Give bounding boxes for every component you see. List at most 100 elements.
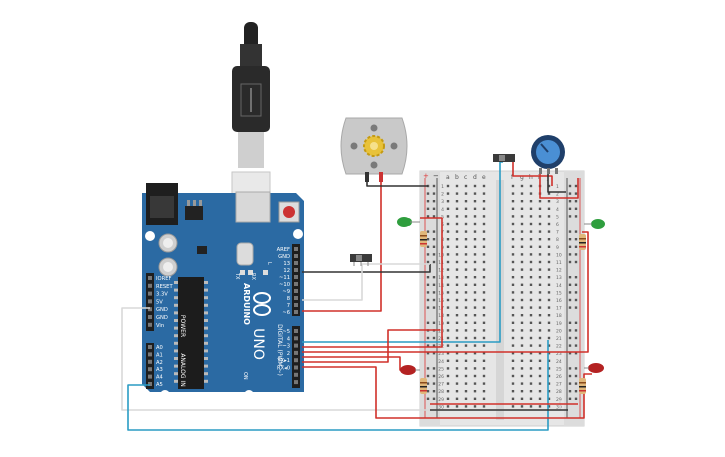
breadboard-row-number: 7: [556, 230, 559, 236]
breadboard-row-number: 22: [556, 344, 562, 350]
digital-pin-label: ~3: [282, 344, 290, 350]
rx-led-label: RX: [250, 273, 256, 280]
breadboard-col-letter: d: [473, 174, 477, 181]
breadboard-row-number: 27: [556, 382, 562, 388]
resistor-icon[interactable]: [579, 378, 586, 394]
slide-switch-icon[interactable]: [493, 154, 515, 162]
analog-header-label: ANALOG IN: [179, 353, 186, 386]
breadboard-row-number: 29: [556, 397, 562, 403]
power-header-label: POWER: [179, 315, 186, 337]
breadboard-row-number: 21: [556, 336, 562, 342]
digital-pin-label: 12: [283, 268, 290, 274]
breadboard-col-letter: e: [482, 174, 486, 181]
power-pin-label: Vin: [156, 323, 164, 329]
digital-pin-label: 13: [283, 261, 290, 267]
rail-minus-label: −: [433, 172, 439, 180]
wire-red[interactable]: [302, 182, 382, 312]
breadboard-row-number: 1: [441, 184, 444, 190]
digital-pin-label: 7: [287, 303, 290, 309]
wire-white[interactable]: [302, 263, 430, 301]
l-led-label: L: [266, 262, 272, 265]
digital-pin-label: 4: [287, 336, 291, 342]
breadboard-row-number: 13: [556, 275, 562, 281]
wire-black[interactable]: [302, 264, 431, 273]
wire-red[interactable]: [302, 231, 589, 353]
digital-pin-label: 2: [287, 351, 290, 357]
breadboard-row-number: 5: [556, 214, 559, 220]
model-label: UNO: [250, 328, 266, 360]
mount-hole: [244, 390, 254, 400]
breadboard-row-number: 16: [438, 298, 444, 304]
breadboard-row-number: 25: [438, 366, 444, 372]
breadboard-row-number: 25: [556, 366, 562, 372]
resistor-icon[interactable]: [579, 234, 586, 250]
breadboard-row-number: 10: [438, 252, 444, 258]
mount-hole: [293, 229, 303, 239]
wire-red[interactable]: [539, 170, 579, 199]
breadboard-col-letter: i: [538, 174, 540, 181]
power-pin-label: IOREF: [156, 276, 171, 282]
breadboard-row-number: 10: [556, 252, 562, 258]
wire-red[interactable]: [302, 366, 592, 419]
analog-pin-label: A3: [156, 367, 163, 373]
dc-motor-icon[interactable]: [340, 117, 408, 182]
usb-port: [235, 191, 271, 223]
breadboard-row-number: 11: [438, 260, 444, 266]
breadboard-row-number: 12: [438, 268, 444, 274]
rail-plus-label: +: [423, 172, 429, 180]
digital-pin-label: RX◂0: [277, 366, 290, 372]
reset-button-cap[interactable]: [283, 206, 295, 218]
breadboard-row-number: 14: [556, 283, 562, 289]
power-pin-label: GND: [156, 315, 168, 321]
arduino-logo: [253, 292, 271, 316]
breadboard-row-number: 19: [556, 321, 562, 327]
wire-red[interactable]: [302, 217, 443, 348]
led-icon[interactable]: [584, 219, 605, 229]
on-led-label: ON: [242, 372, 248, 380]
atmega-chip: [178, 277, 204, 389]
wire-red[interactable]: [302, 329, 440, 363]
led-icon[interactable]: [397, 217, 420, 227]
breadboard-row-number: 20: [556, 328, 562, 334]
wire-white[interactable]: [121, 307, 561, 411]
breadboard-row-number: 28: [556, 389, 562, 395]
wire-blue[interactable]: [127, 340, 549, 431]
breadboard-row-number: 2: [441, 192, 444, 198]
breadboard-row-number: 19: [438, 321, 444, 327]
breadboard-row-number: 2: [556, 192, 559, 198]
breadboard-row-number: 4: [441, 207, 444, 213]
breadboard-row-number: 18: [556, 313, 562, 319]
resistor-icon[interactable]: [420, 231, 427, 247]
breadboard-row-number: 15: [556, 290, 562, 296]
digital-pin-label: ~10: [279, 282, 290, 288]
breadboard-row-number: 14: [438, 283, 444, 289]
digital-pin-label: AREF: [277, 247, 290, 253]
breadboard-row-number: 23: [556, 351, 562, 357]
led-icon[interactable]: [400, 365, 420, 375]
analog-pin-label: A4: [156, 375, 164, 381]
led-icon[interactable]: [584, 363, 604, 373]
breadboard-row-number: 16: [556, 298, 562, 304]
breadboard-row-number: 11: [556, 260, 562, 266]
wire-red[interactable]: [302, 356, 412, 371]
breadboard-col-letter: h: [529, 174, 533, 181]
analog-pin-label: A0: [156, 345, 163, 351]
wire-red[interactable]: [512, 160, 553, 186]
analog-pin-label: A5: [156, 382, 163, 388]
wire-black[interactable]: [366, 182, 428, 187]
breadboard-row-number: 27: [438, 382, 444, 388]
breadboard-row-number: 13: [438, 275, 444, 281]
breadboard-row-number: 20: [438, 328, 444, 334]
digital-header-label: DIGITAL (PWM ~): [276, 324, 283, 376]
slide-switch-icon[interactable]: [350, 254, 372, 266]
breadboard-row-number: 8: [556, 237, 559, 243]
analog-pin-label: A2: [156, 360, 163, 366]
power-pin-label: RESET: [156, 284, 173, 290]
resistor-icon[interactable]: [420, 378, 427, 394]
wire-black[interactable]: [547, 170, 566, 193]
potentiometer-icon[interactable]: [531, 135, 565, 174]
power-pin-label: GND: [156, 307, 168, 313]
